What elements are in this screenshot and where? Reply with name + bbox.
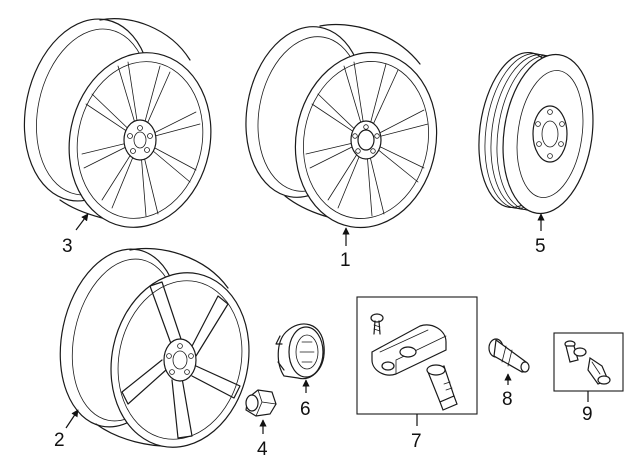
callout-6: 6 — [300, 399, 311, 420]
callout-7: 7 — [411, 431, 422, 452]
callout-4: 4 — [257, 439, 268, 460]
leader-3 — [75, 213, 89, 231]
callout-9: 9 — [582, 404, 593, 425]
callout-2: 2 — [54, 430, 65, 451]
leader-lines — [65, 213, 589, 434]
tpms-sensor-part-7 — [356, 296, 478, 415]
valve-stem-part-8 — [488, 338, 530, 373]
lug-nut-part-4 — [245, 389, 277, 417]
valve-cap-core-part-9 — [553, 332, 624, 392]
callout-3: 3 — [62, 236, 73, 257]
wheel-part-1 — [245, 23, 438, 229]
callout-8: 8 — [502, 389, 513, 410]
leader-2 — [65, 409, 79, 429]
callout-1: 1 — [340, 250, 351, 271]
wheel-part-3 — [23, 18, 212, 228]
callout-5: 5 — [535, 236, 546, 257]
wheel-part-5 — [478, 51, 594, 215]
center-cap-part-6 — [275, 323, 325, 380]
wheel-part-2 — [59, 247, 250, 448]
part-9-box — [553, 332, 624, 392]
